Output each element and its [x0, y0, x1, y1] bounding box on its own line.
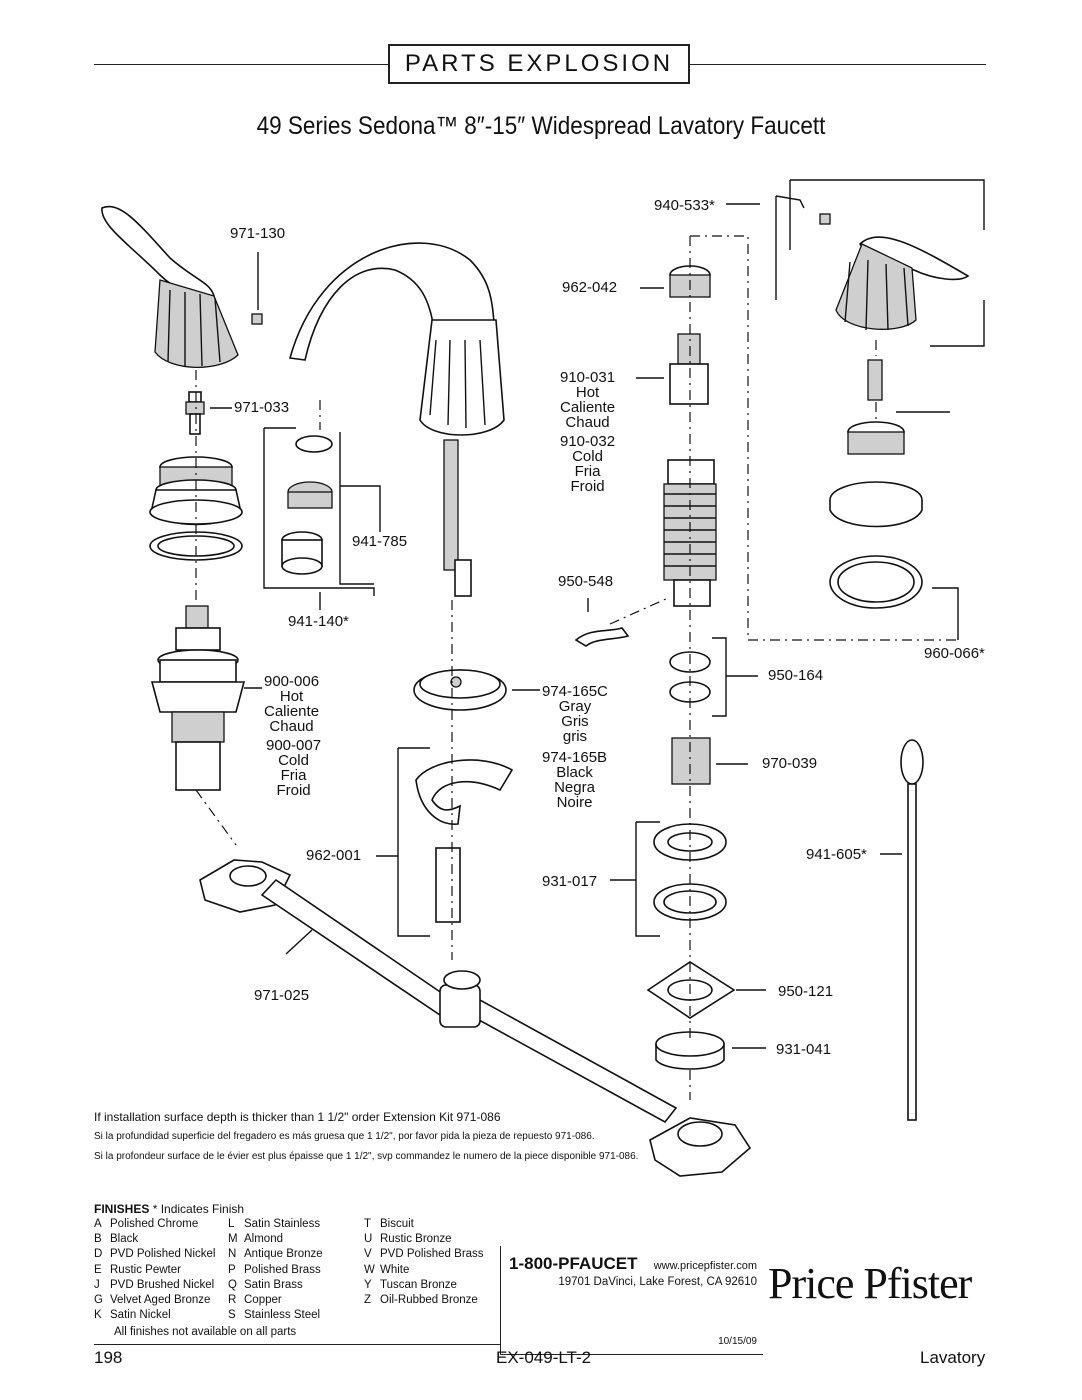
- finishes-footnote: All finishes not available on all parts: [114, 1326, 297, 1338]
- label-962-001: 962-001: [306, 847, 362, 864]
- category-label: Lavatory: [920, 1348, 986, 1367]
- page-title: 49 Series Sedona™ 8″-15″ Widespread Lava…: [256, 112, 826, 140]
- document-date: 10/15/09: [718, 1336, 757, 1347]
- label-941-605: 941-605*: [806, 846, 867, 863]
- label-941-140: 941-140*: [288, 613, 349, 630]
- finishes-heading: FINISHES * Indicates Finish: [94, 1202, 244, 1217]
- page-number: 198: [94, 1348, 123, 1367]
- label-931-041: 931-041: [776, 1041, 832, 1058]
- label-950-164: 950-164: [768, 667, 824, 684]
- spout: [288, 242, 505, 597]
- brand-logo: Price Pfister: [768, 1259, 972, 1308]
- left-lever-handle: [101, 205, 239, 369]
- section-header: PARTS EXPLOSION: [388, 44, 690, 84]
- label-941-785: 941-785: [352, 533, 408, 550]
- note-english: If installation surface depth is thicker…: [94, 1110, 501, 1124]
- hose-971-025: [199, 859, 752, 1177]
- label-962-042: 962-042: [562, 279, 618, 296]
- label-971-025: 971-025: [254, 987, 310, 1004]
- note-spanish: Si la profundidad superficie del fregade…: [94, 1131, 595, 1142]
- gasket-974-165: [413, 669, 507, 711]
- label-950-548: 950-548: [558, 573, 614, 590]
- valve-900-006: [150, 605, 246, 791]
- label-971-130: 971-130: [230, 225, 286, 242]
- label-970-039: 970-039: [762, 755, 818, 772]
- header-rule-right: [690, 64, 986, 65]
- label-974-165c: 974-165C Gray Gris gris: [542, 683, 608, 745]
- contact-address: 19701 DaVinci, Lake Forest, CA 92610: [558, 1276, 757, 1288]
- lift-rod-941-605: [900, 739, 924, 1121]
- finishes-heading-title: FINISHES: [94, 1202, 150, 1216]
- label-950-121: 950-121: [778, 983, 834, 1000]
- label-910-032: 910-032 Cold Fria Froid: [560, 433, 616, 495]
- label-940-533: 940-533*: [654, 197, 715, 214]
- section-header-label: PARTS EXPLOSION: [404, 50, 674, 77]
- footer-rule: [94, 1344, 500, 1345]
- contact-box: 1-800-PFAUCET www.pricepfister.com 19701…: [500, 1246, 763, 1355]
- label-971-033: 971-033: [234, 399, 290, 416]
- document-code: EX-049-LT-2: [496, 1348, 592, 1367]
- contact-phone: 1-800-PFAUCET: [509, 1254, 638, 1273]
- leader-lines: [210, 179, 985, 1049]
- label-960-066: 960-066*: [924, 645, 985, 662]
- right-lever-handle: [775, 195, 970, 609]
- adapter-971-033: [185, 391, 205, 435]
- header-rule-left: [94, 64, 388, 65]
- finishes-heading-note: * Indicates Finish: [152, 1202, 245, 1216]
- set-screw-971-130: [251, 313, 263, 325]
- note-french: Si la profondeur surface de le évier est…: [94, 1151, 639, 1162]
- assembly-dash-lines: [195, 235, 958, 1100]
- label-900-006: 900-006 Hot Caliente Chaud: [264, 673, 320, 735]
- aerator-941-785: [281, 435, 333, 575]
- bracket-962-001: [415, 759, 514, 923]
- label-910-031: 910-031 Hot Caliente Chaud: [560, 369, 616, 431]
- label-974-165b: 974-165B Black Negra Noire: [542, 749, 608, 811]
- label-900-007: 900-007 Cold Fria Froid: [266, 737, 322, 799]
- label-931-017: 931-017: [542, 873, 598, 890]
- contact-website[interactable]: www.pricepfister.com: [653, 1260, 757, 1272]
